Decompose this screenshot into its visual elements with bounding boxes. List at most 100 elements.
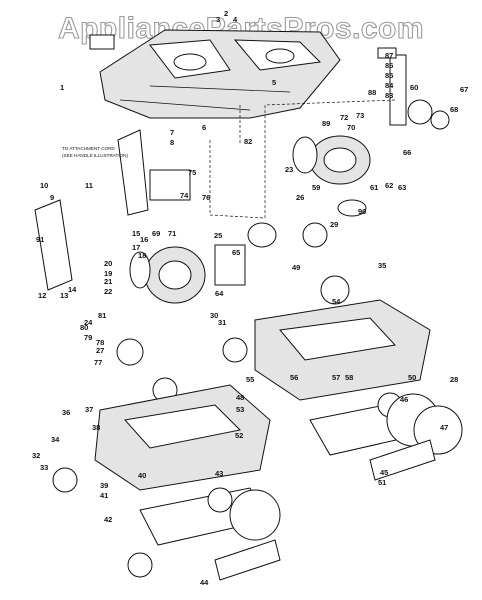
callout-80: 80 — [80, 323, 88, 332]
callout-46: 46 — [400, 395, 408, 404]
callout-23: 23 — [285, 165, 293, 174]
callout-28: 28 — [450, 375, 458, 384]
callout-58: 58 — [345, 373, 353, 382]
callout-38: 38 — [92, 423, 100, 432]
callout-76: 76 — [202, 193, 210, 202]
callout-33: 33 — [40, 463, 48, 472]
callout-66: 66 — [403, 148, 411, 157]
callout-4: 4 — [233, 15, 238, 24]
callout-45: 45 — [380, 468, 388, 477]
callout-8: 8 — [170, 138, 174, 147]
callout-21: 21 — [104, 277, 112, 286]
callout-52: 52 — [235, 431, 243, 440]
callout-78: 78 — [96, 338, 104, 347]
callout-44: 44 — [200, 578, 209, 587]
callout-79: 79 — [84, 333, 92, 342]
callout-41: 41 — [100, 491, 108, 500]
callout-22: 22 — [104, 287, 112, 296]
callout-27: 27 — [96, 346, 104, 355]
callout-65: 65 — [232, 248, 240, 257]
callout-19: 19 — [104, 269, 112, 278]
note-line-2: (SEE HANDLE ILLUSTRATION) — [62, 153, 128, 158]
callout-50: 50 — [408, 373, 416, 382]
callout-32: 32 — [32, 451, 40, 460]
callout-84: 84 — [385, 81, 394, 90]
callout-90: 90 — [358, 207, 366, 216]
callout-77: 77 — [94, 358, 102, 367]
wiring-outline — [209, 99, 396, 219]
note-line-1: TO ATTACHMENT CORD — [62, 146, 115, 151]
callout-3: 3 — [216, 15, 220, 24]
callout-40: 40 — [138, 471, 146, 480]
callout-48: 48 — [236, 393, 244, 402]
callout-55: 55 — [246, 375, 254, 384]
callout-39: 39 — [100, 481, 108, 490]
callout-24: 24 — [84, 318, 93, 327]
callout-1: 1 — [60, 83, 64, 92]
callout-74: 74 — [180, 191, 189, 200]
callout-53: 53 — [236, 405, 244, 414]
callout-10: 10 — [40, 181, 48, 190]
callout-71: 71 — [168, 229, 176, 238]
callout-91: 91 — [36, 235, 44, 244]
callout-16: 16 — [140, 235, 148, 244]
handle-bracket — [34, 129, 191, 291]
callout-30: 30 — [210, 311, 218, 320]
callout-35: 35 — [378, 261, 386, 270]
callout-51: 51 — [378, 478, 386, 487]
callout-89: 89 — [322, 119, 330, 128]
callout-87: 87 — [385, 51, 393, 60]
callout-86: 86 — [385, 61, 393, 70]
brush-rolls — [214, 439, 436, 581]
callout-43: 43 — [215, 469, 223, 478]
callout-49: 49 — [292, 263, 300, 272]
upper-motor-assembly — [292, 47, 450, 217]
callout-11: 11 — [85, 181, 93, 190]
callout-29: 29 — [330, 220, 338, 229]
callout-18: 18 — [138, 251, 146, 260]
callout-60: 60 — [410, 83, 418, 92]
callout-36: 36 — [62, 408, 70, 417]
callout-59: 59 — [312, 183, 320, 192]
callout-34: 34 — [51, 435, 60, 444]
callout-69: 69 — [152, 229, 160, 238]
callout-72: 72 — [340, 113, 348, 122]
callout-2: 2 — [224, 9, 228, 18]
callout-26: 26 — [296, 193, 304, 202]
callout-37: 37 — [85, 405, 93, 414]
callout-68: 68 — [450, 105, 458, 114]
callout-85: 85 — [385, 71, 393, 80]
callout-67: 67 — [460, 85, 468, 94]
right-base — [254, 299, 463, 456]
callout-20: 20 — [104, 259, 112, 268]
callout-7: 7 — [170, 128, 174, 137]
callout-14: 14 — [68, 285, 77, 294]
callout-15: 15 — [132, 229, 140, 238]
callout-81: 81 — [98, 311, 106, 320]
callout-13: 13 — [60, 291, 68, 300]
callout-25: 25 — [214, 231, 222, 240]
callout-42: 42 — [104, 515, 112, 524]
callout-6: 6 — [202, 123, 206, 132]
callout-9: 9 — [50, 193, 54, 202]
callout-54: 54 — [332, 297, 341, 306]
callout-56: 56 — [290, 373, 298, 382]
callout-63: 63 — [398, 183, 406, 192]
callout-73: 73 — [356, 111, 364, 120]
callout-61: 61 — [370, 183, 378, 192]
callout-75: 75 — [188, 168, 196, 177]
callout-83: 83 — [385, 91, 393, 100]
callout-47: 47 — [440, 423, 448, 432]
callout-88: 88 — [368, 88, 376, 97]
top-cover — [89, 29, 341, 119]
callout-12: 12 — [38, 291, 46, 300]
callout-31: 31 — [218, 318, 226, 327]
left-base — [52, 384, 281, 578]
callout-82: 82 — [244, 137, 252, 146]
callout-5: 5 — [272, 78, 276, 87]
callout-64: 64 — [215, 289, 224, 298]
callout-62: 62 — [385, 181, 393, 190]
callout-70: 70 — [347, 123, 355, 132]
